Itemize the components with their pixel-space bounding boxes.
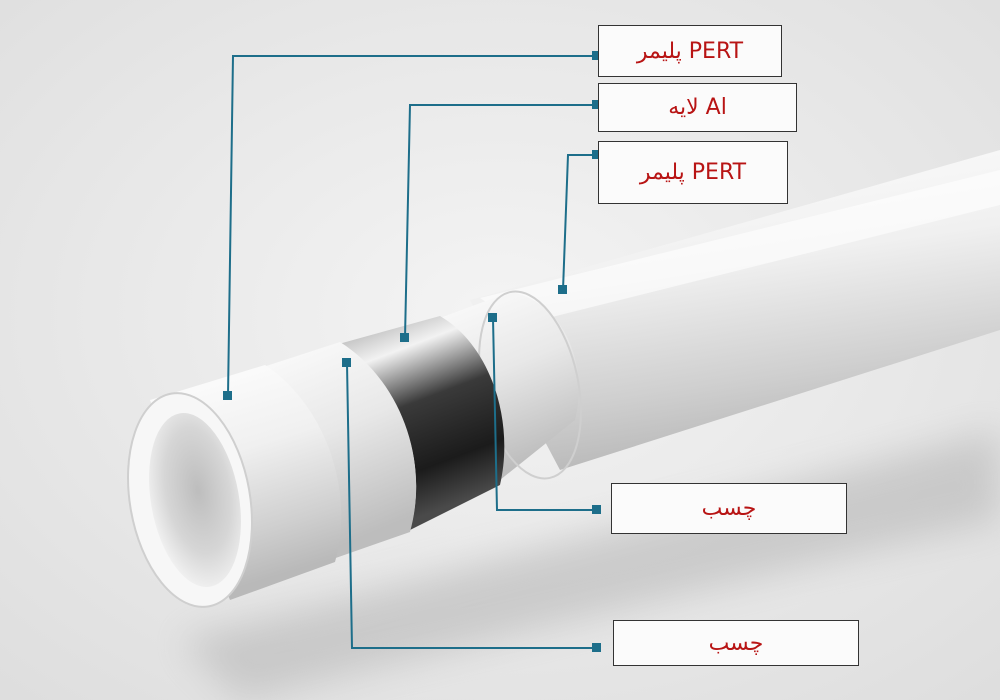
label-pert-inner: پلیمر PERT	[598, 141, 788, 204]
marker-pert-inner-start	[558, 285, 567, 294]
marker-adhesive-1-end	[592, 505, 601, 514]
leader-line-adhesive-2	[346, 362, 597, 649]
marker-adhesive-2-start	[342, 358, 351, 367]
leader-line-al-layer	[404, 104, 597, 339]
leader-line-pert-outer	[227, 55, 597, 397]
marker-pert-outer-end	[592, 51, 601, 60]
marker-al-layer-start	[400, 333, 409, 342]
leader-lines	[227, 55, 597, 649]
outer-pert-section	[440, 292, 579, 480]
marker-adhesive-1-start	[488, 313, 497, 322]
leader-line-pert-inner	[562, 154, 597, 291]
label-pert-outer: پلیمر PERT	[598, 25, 782, 77]
marker-pert-outer-start	[223, 391, 232, 400]
label-adhesive-1: چسب	[611, 483, 847, 534]
label-al-layer: لایه Al	[598, 83, 797, 132]
pipe-inner-bore	[149, 413, 241, 587]
pipe-highlight	[480, 170, 1000, 325]
leader-line-adhesive-1	[492, 317, 597, 511]
marker-al-layer-end	[592, 100, 601, 109]
leader-markers	[223, 51, 601, 652]
aluminum-layer-band	[335, 316, 505, 530]
marker-pert-inner-end	[592, 150, 601, 159]
marker-adhesive-2-end	[592, 643, 601, 652]
label-adhesive-2: چسب	[613, 620, 859, 666]
